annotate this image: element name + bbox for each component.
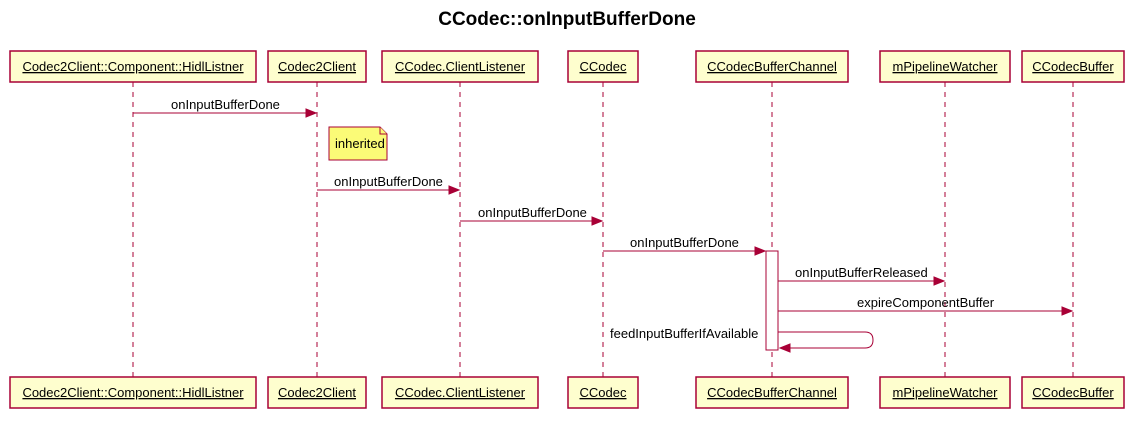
participant-label: CCodecBufferChannel (707, 385, 837, 400)
participant-label: CCodecBufferChannel (707, 59, 837, 74)
participant-bottom-ccodec: CCodec (567, 376, 639, 409)
participant-label: CCodec (580, 385, 627, 400)
participant-label: Codec2Client::Component::HidlListner (22, 385, 244, 400)
participant-bottom-ccodec-buffer: CCodecBuffer (1021, 376, 1125, 409)
participant-top-codec2client: Codec2Client (267, 50, 367, 83)
participant-bottom-hidl-listner: Codec2Client::Component::HidlListner (9, 376, 257, 409)
arrowhead (933, 276, 946, 286)
message-label: onInputBufferDone (171, 97, 280, 112)
participant-label: mPipelineWatcher (892, 385, 998, 400)
participant-label: CCodec.ClientListener (395, 59, 526, 74)
participant-label: CCodecBuffer (1032, 385, 1114, 400)
diagram-title: CCodec::onInputBufferDone (438, 9, 696, 30)
note-inherited: inherited (328, 126, 388, 161)
message-2: onInputBufferDone (317, 174, 461, 195)
participant-top-ccodec: CCodec (567, 50, 639, 83)
participant-bottom-codec2client: Codec2Client (267, 376, 367, 409)
message-6: expireComponentBuffer (778, 295, 1074, 316)
participant-label: CCodec.ClientListener (395, 385, 526, 400)
participant-top-hidl-listner: Codec2Client::Component::HidlListner (9, 50, 257, 83)
participant-top-pipeline-watcher: mPipelineWatcher (879, 50, 1011, 83)
arrowhead (754, 246, 767, 256)
message-label: onInputBufferDone (334, 174, 443, 189)
message-label: expireComponentBuffer (857, 295, 995, 310)
arrowhead (448, 185, 461, 195)
activation-bar (765, 250, 779, 351)
participant-top-ccodec-buffer: CCodecBuffer (1021, 50, 1125, 83)
message-7-self: feedInputBufferIfAvailable (610, 326, 874, 353)
message-label: onInputBufferReleased (795, 265, 928, 280)
arrowhead (778, 343, 791, 353)
participant-bottom-pipeline-watcher: mPipelineWatcher (879, 376, 1011, 409)
participant-bottom-buffer-channel: CCodecBufferChannel (695, 376, 849, 409)
participant-label: mPipelineWatcher (892, 59, 998, 74)
message-1: onInputBufferDone (133, 97, 318, 118)
message-label: onInputBufferDone (478, 205, 587, 220)
participant-label: CCodec (580, 59, 627, 74)
participant-bottom-client-listener: CCodec.ClientListener (381, 376, 539, 409)
arrowhead (305, 108, 318, 118)
message-line (778, 331, 874, 349)
arrowhead (591, 216, 604, 226)
note-text: inherited (335, 136, 385, 151)
participant-top-client-listener: CCodec.ClientListener (381, 50, 539, 83)
participant-label: Codec2Client (278, 385, 356, 400)
arrowhead (1061, 306, 1074, 316)
message-3: onInputBufferDone (460, 205, 604, 226)
participant-label: CCodecBuffer (1032, 59, 1114, 74)
message-label: onInputBufferDone (630, 235, 739, 250)
message-4: onInputBufferDone (603, 235, 767, 256)
message-label: feedInputBufferIfAvailable (610, 326, 758, 341)
participant-label: Codec2Client (278, 59, 356, 74)
participant-label: Codec2Client::Component::HidlListner (22, 59, 244, 74)
participant-top-buffer-channel: CCodecBufferChannel (695, 50, 849, 83)
message-5: onInputBufferReleased (778, 265, 946, 286)
